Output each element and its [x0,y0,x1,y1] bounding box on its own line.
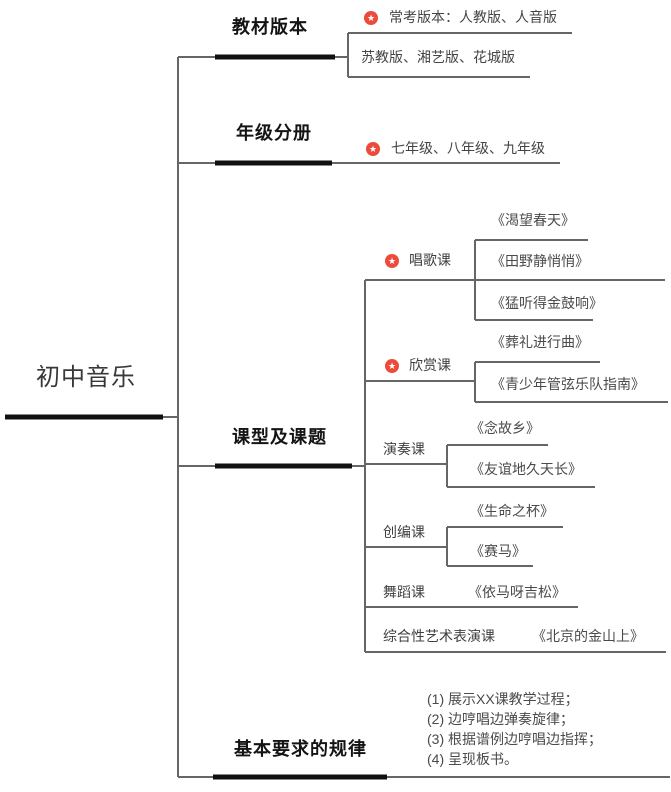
branch-basic-requirement-rules[interactable]: 基本要求的规律 [234,739,367,759]
node-grades[interactable]: 七年级、八年级、九年级 [391,140,545,156]
node-performance-class[interactable]: 演奏课 [383,441,425,457]
topic-zang-li-jin-xing-qu[interactable]: 《葬礼进行曲》 [491,334,589,350]
topic-sai-ma[interactable]: 《赛马》 [470,543,526,559]
node-other-editions[interactable]: 苏教版、湘艺版、花城版 [361,49,515,65]
topic-nian-gu-xiang[interactable]: 《念故乡》 [470,420,540,436]
node-dance-class[interactable]: 舞蹈课 [383,584,425,600]
star-icon: ★ [366,142,380,156]
requirement-step-4: (4) 呈现板书。 [427,751,518,767]
star-icon: ★ [364,11,378,25]
node-comprehensive-art-class[interactable]: 综合性艺术表演课 [383,628,495,644]
topic-sheng-ming-zhi-bei[interactable]: 《生命之杯》 [470,503,554,519]
topic-yi-ma-ya-ji-song[interactable]: 《依马呀吉松》 [468,584,566,600]
root-node-junior-high-music[interactable]: 初中音乐 [36,364,136,391]
topic-tian-ye-jing-qiao-qiao[interactable]: 《田野静悄悄》 [491,253,589,269]
node-appreciation-class[interactable]: 欣赏课 [409,357,451,373]
requirement-step-2: (2) 边哼唱边弹奏旋律； [427,711,574,727]
star-icon: ★ [385,359,399,373]
requirement-steps-node[interactable]: (1) 展示XX课教学过程； (2) 边哼唱边弹奏旋律； (3) 根据谱例边哼唱… [427,689,602,769]
node-creation-class[interactable]: 创编课 [383,524,425,540]
topic-qing-shao-nian-guan-xian[interactable]: 《青少年管弦乐队指南》 [491,376,645,392]
topic-bei-jing-de-jin-shan-shang[interactable]: 《北京的金山上》 [532,628,644,644]
branch-grade-volumes[interactable]: 年级分册 [236,123,312,143]
branch-textbook-editions[interactable]: 教材版本 [232,17,308,37]
star-icon: ★ [385,254,399,268]
requirement-step-3: (3) 根据谱例边哼唱边指挥； [427,731,602,747]
branch-lesson-types-topics[interactable]: 课型及课题 [232,427,327,447]
node-common-editions[interactable]: 常考版本：人教版、人音版 [389,9,557,25]
requirement-step-1: (1) 展示XX课教学过程； [427,691,579,707]
node-singing-class[interactable]: 唱歌课 [409,252,451,268]
topic-meng-ting-de-jin-gu-xiang[interactable]: 《猛听得金鼓响》 [491,295,603,311]
topic-you-yi-di-jiu-tian-chang[interactable]: 《友谊地久天长》 [470,461,582,477]
topic-ke-wang-chun-tian[interactable]: 《渴望春天》 [491,212,575,228]
